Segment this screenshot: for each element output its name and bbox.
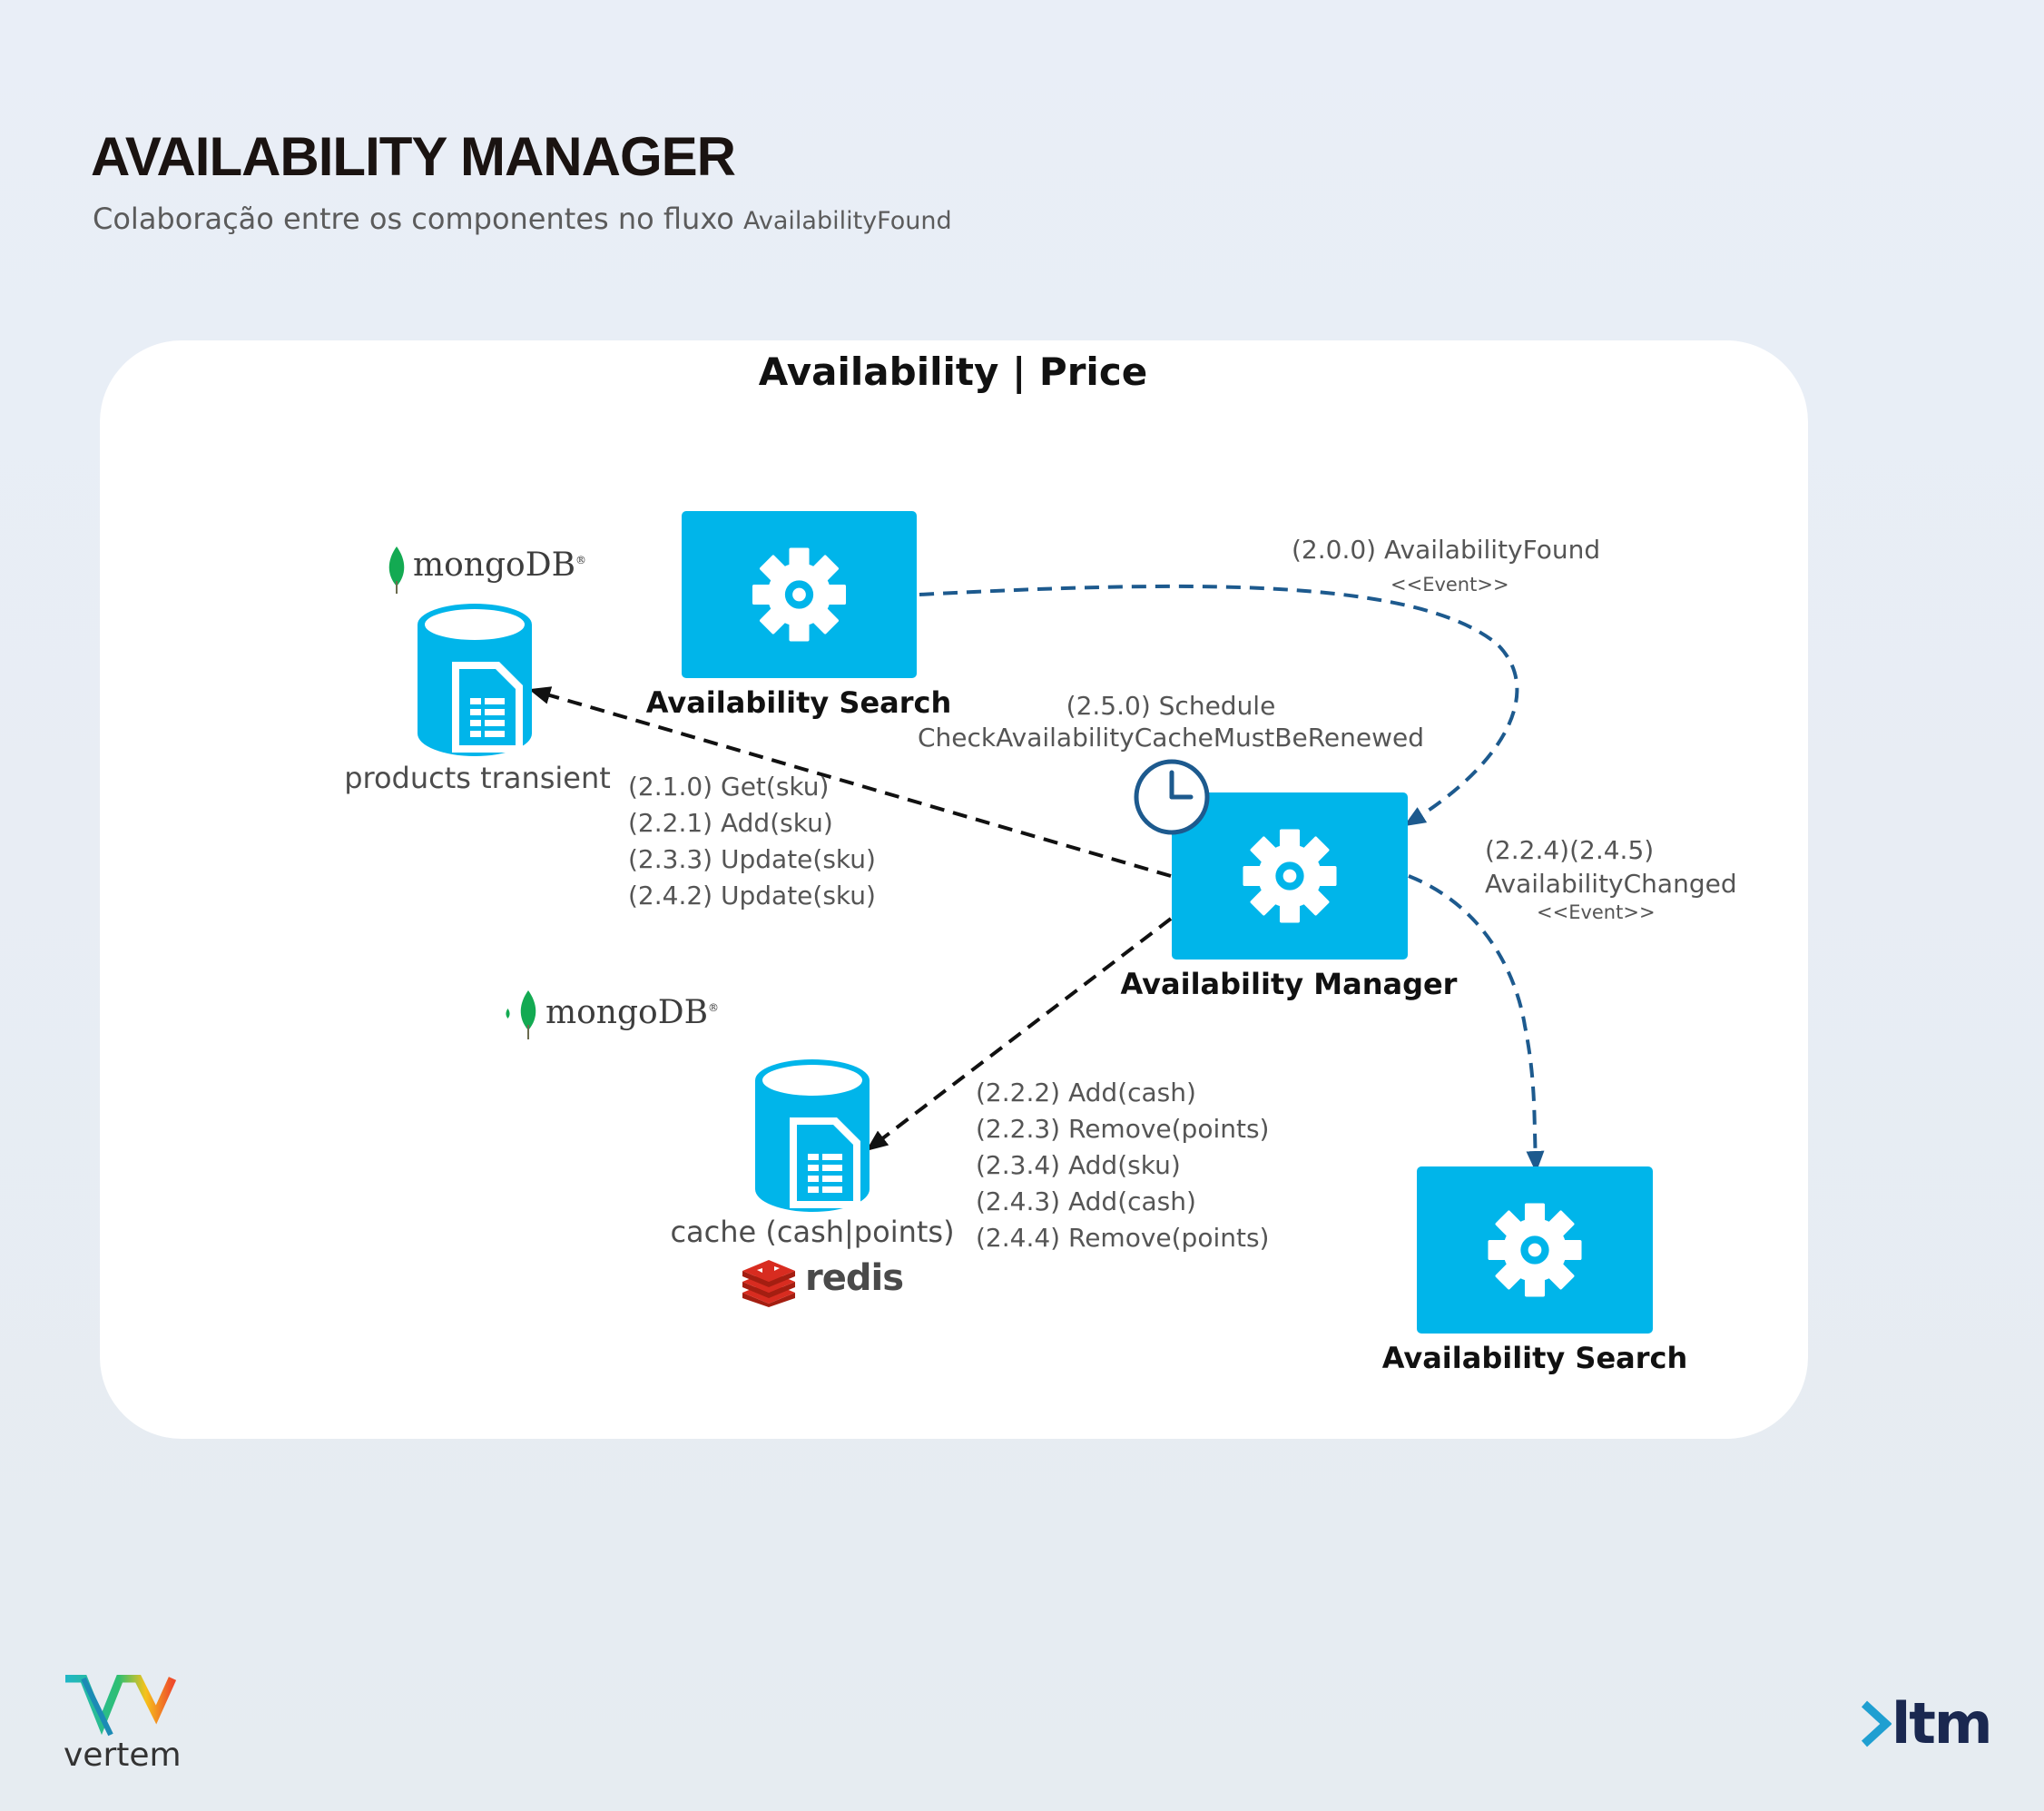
ltm-chevron-icon [1861,1700,1892,1747]
flow-schedule-line1: (2.5.0) Schedule [1066,691,1276,721]
redis-logo-icon [742,1260,795,1307]
cache-ops-list: (2.2.2) Add(cash) (2.2.3) Remove(points)… [976,1075,1269,1256]
subtitle-flow: AvailabilityFound [743,207,952,235]
arrow-availability-found [919,584,1519,827]
products-op: (2.2.1) Add(sku) [628,808,833,838]
availability-manager-box[interactable] [1172,792,1408,960]
products-transient-label: products transient [344,761,611,795]
mongodb-leaf-icon [506,1009,510,1019]
flow-changed-line1: (2.2.4)(2.4.5) [1485,835,1655,865]
availability-manager-label: Availability Manager [1120,967,1458,1001]
availability-search-bottom-box[interactable] [1417,1166,1653,1334]
panel-title: Availability | Price [758,349,1148,394]
gear-icon [1488,1203,1582,1297]
subtitle-text: Colaboração entre os componentes no flux… [93,202,734,236]
flow-schedule-line2: CheckAvailabilityCacheMustBeRenewed [917,723,1425,753]
availability-search-top-label: Availability Search [645,685,952,720]
mongodb-text-top: mongoDB® [413,546,587,584]
availability-search-bottom-label: Availability Search [1381,1341,1688,1375]
cache-op: (2.2.2) Add(cash) [976,1078,1196,1107]
arrow-products-ops [528,686,1172,878]
mongodb-leaf-mid [506,1009,510,1019]
mongodb-text-mid: mongoDB® [545,994,720,1031]
gear-icon [752,547,847,642]
availability-search-top-box[interactable] [682,511,917,678]
cache-op: (2.4.4) Remove(points) [976,1223,1270,1253]
mongodb-leaf-icon [388,546,405,586]
page-title: AVAILABILITY MANAGER [91,126,736,187]
vertem-logo-text: vertem [64,1737,182,1774]
cache-op: (2.3.4) Add(sku) [976,1150,1181,1180]
products-op: (2.4.2) Update(sku) [628,881,876,910]
flow-found-stereotype: <<Event>> [1391,574,1509,595]
products-op: (2.1.0) Get(sku) [628,772,830,802]
arrow-availability-changed [1408,874,1545,1173]
mongodb-logo-top [388,546,405,594]
database-products-icon [418,604,532,756]
flow-changed-line2: AvailabilityChanged [1485,869,1737,899]
page-subtitle: Colaboração entre os componentes no flux… [93,202,952,236]
cache-op: (2.2.3) Remove(points) [976,1114,1270,1144]
mongodb-logo-mid [520,990,536,1039]
cache-label: cache (cash|points) [670,1215,955,1249]
redis-logo-text: redis [805,1257,904,1299]
vertem-logo-icon [65,1675,177,1737]
arrow-cache-ops [866,917,1173,1152]
products-ops-list: (2.1.0) Get(sku) (2.2.1) Add(sku) (2.3.3… [628,769,876,914]
products-op: (2.3.3) Update(sku) [628,844,876,874]
database-cache-icon [755,1059,870,1212]
flow-changed-stereotype: <<Event>> [1537,901,1656,923]
flow-found-label: (2.0.0) AvailabilityFound [1292,535,1601,565]
clock-icon [1134,759,1210,835]
cache-op: (2.4.3) Add(cash) [976,1186,1196,1216]
ltm-logo-text: ltm [1892,1690,1992,1757]
